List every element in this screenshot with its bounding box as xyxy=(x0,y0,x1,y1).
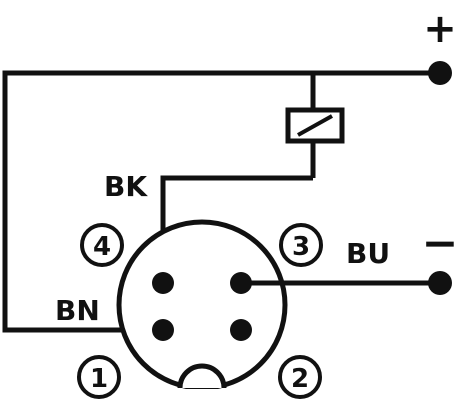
label-bn: BN xyxy=(55,294,100,327)
svg-text:4: 4 xyxy=(93,232,111,262)
svg-text:3: 3 xyxy=(292,232,310,262)
svg-text:2: 2 xyxy=(291,364,309,394)
pin-number-4: 4 xyxy=(80,223,124,267)
label-bu: BU xyxy=(346,237,390,270)
positive-terminal[interactable] xyxy=(428,61,452,85)
label-bk: BK xyxy=(104,170,148,203)
pin-2 xyxy=(230,319,252,341)
pin-1-bn xyxy=(152,319,174,341)
plus-symbol: + xyxy=(423,6,457,52)
pin-number-1: 1 xyxy=(77,355,121,399)
pin-number-3: 3 xyxy=(279,223,323,267)
pin-number-2: 2 xyxy=(278,355,322,399)
negative-terminal[interactable] xyxy=(428,271,452,295)
pin-4-bk xyxy=(152,272,174,294)
svg-text:1: 1 xyxy=(90,364,108,394)
minus-symbol: − xyxy=(422,218,459,269)
connector-body xyxy=(116,219,288,401)
wire-bn-loop xyxy=(2,70,440,333)
relay-coil-icon xyxy=(285,107,345,144)
